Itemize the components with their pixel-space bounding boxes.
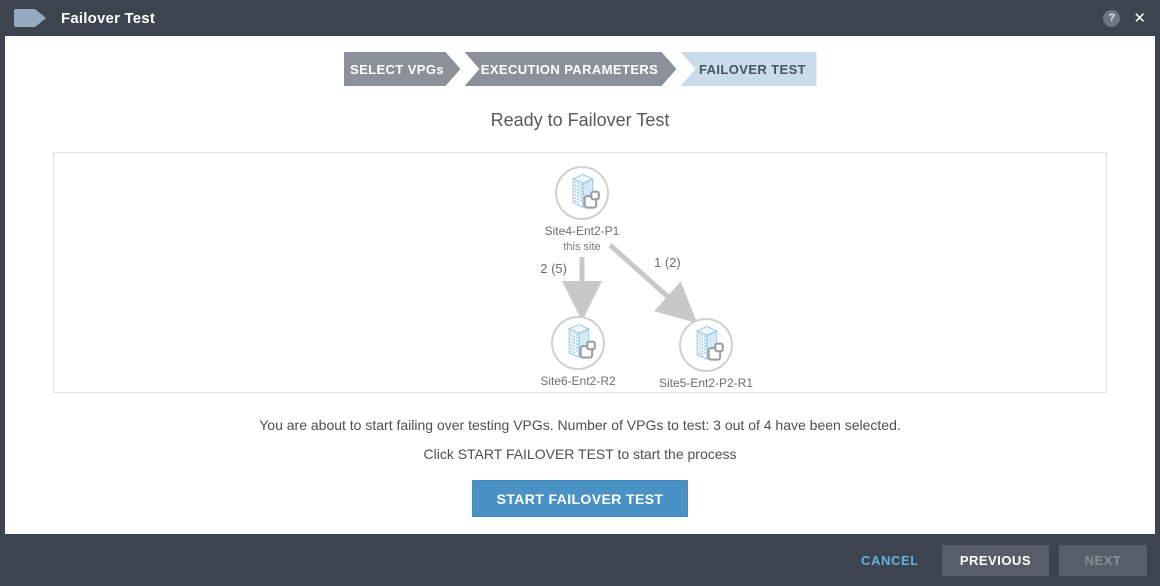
building-icon [683, 322, 729, 368]
step-select-vpgs: SELECT VPGs [344, 52, 461, 86]
wizard-content: SELECT VPGs EXECUTION PARAMETERS FAILOVE… [5, 36, 1155, 534]
edge-label-right: 1 (2) [654, 255, 681, 270]
summary-message: You are about to start failing over test… [259, 417, 901, 433]
site-name: Site4-Ent2-P1 [544, 224, 620, 238]
next-button[interactable]: NEXT [1059, 544, 1147, 576]
close-icon[interactable]: ✕ [1133, 9, 1146, 27]
site-icon-target-left [551, 316, 605, 370]
building-icon [555, 320, 601, 366]
site-name: Site5-Ent2-P2-R1 [658, 376, 754, 390]
title-bar: Failover Test ? ✕ [0, 0, 1160, 36]
help-icon[interactable]: ? [1103, 9, 1121, 27]
edge-label-left: 2 (5) [540, 261, 567, 276]
page-title: Ready to Failover Test [490, 110, 670, 130]
site-note: this site [563, 241, 601, 253]
start-failover-test-button[interactable]: START FAILOVER TEST [471, 480, 689, 517]
instruction-message: Click START FAILOVER TEST to start the p… [423, 446, 737, 462]
footer-bar: CANCEL PREVIOUS NEXT [0, 534, 1160, 586]
site-node-target-left: Site6-Ent2-R2 [478, 316, 678, 388]
site-icon-source [555, 166, 609, 220]
topology-diagram: 2 (5) 1 (2) Site4-Ent2-P1 this site Site… [53, 152, 1107, 393]
building-icon [559, 170, 605, 216]
wizard-steps: SELECT VPGs EXECUTION PARAMETERS FAILOVE… [5, 52, 1155, 86]
cancel-button[interactable]: CANCEL [861, 552, 919, 568]
previous-button[interactable]: PREVIOUS [941, 544, 1049, 576]
step-execution-parameters: EXECUTION PARAMETERS [465, 52, 677, 86]
site-name: Site6-Ent2-R2 [540, 374, 616, 388]
site-node-source: Site4-Ent2-P1 this site [482, 166, 682, 253]
step-failover-test-active: FAILOVER TEST [680, 52, 817, 86]
wizard-arrow-icon [14, 9, 46, 27]
replication-arrows [562, 243, 698, 324]
dialog-title: Failover Test [61, 9, 156, 27]
site-icon-target-right [679, 318, 733, 372]
site-node-target-right: Site5-Ent2-P2-R1 [606, 318, 806, 390]
